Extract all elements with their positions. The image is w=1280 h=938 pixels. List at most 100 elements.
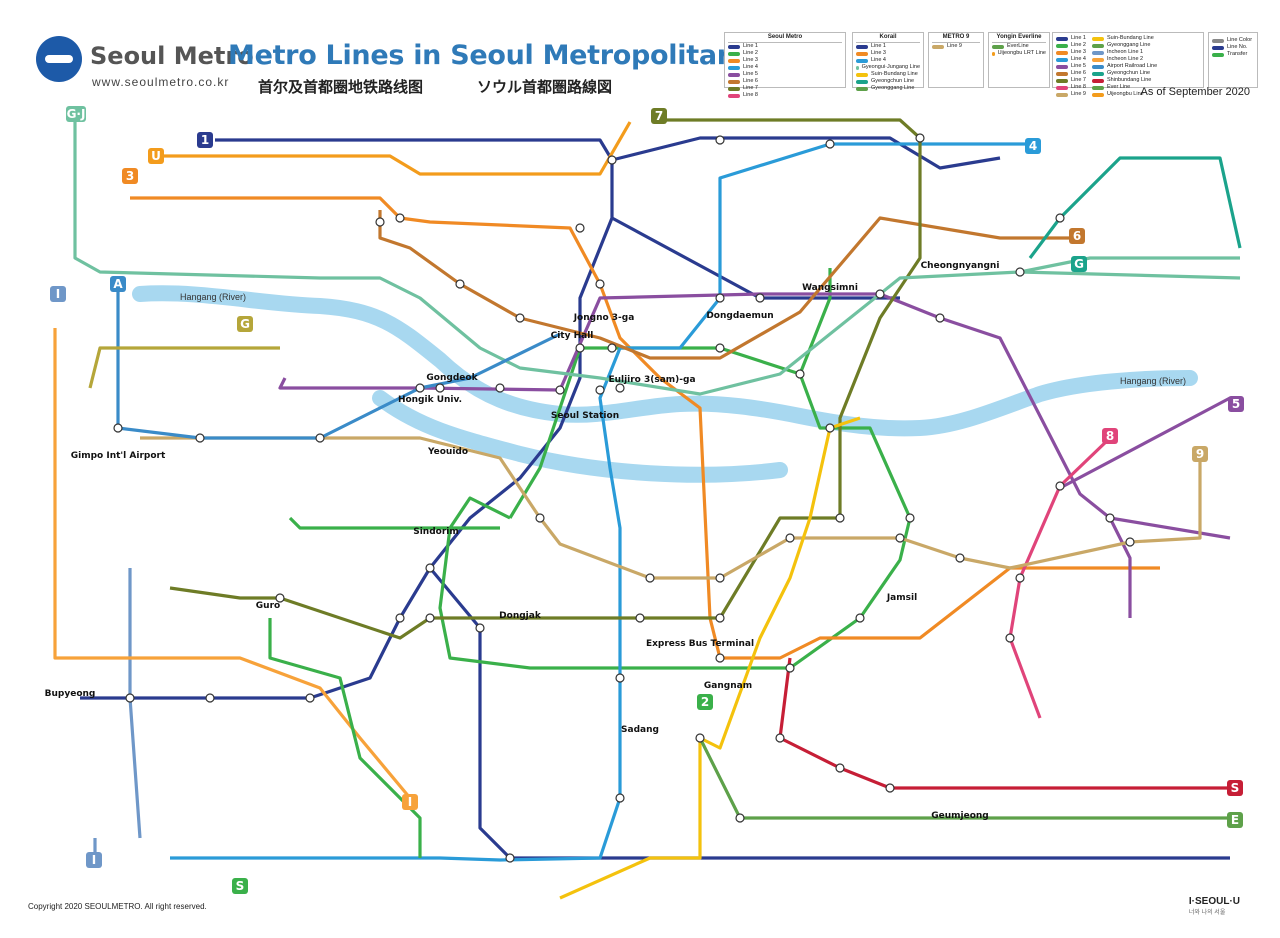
transfer-station[interactable]: [595, 279, 605, 289]
transfer-station[interactable]: [835, 763, 845, 773]
transfer-station[interactable]: [855, 613, 865, 623]
transfer-station[interactable]: [735, 813, 745, 823]
transfer-station[interactable]: [715, 293, 725, 303]
transfer-station[interactable]: [195, 433, 205, 443]
transfer-station[interactable]: [1105, 513, 1115, 523]
transfer-station[interactable]: [635, 613, 645, 623]
line-badge[interactable]: G·J: [66, 106, 86, 122]
transfer-station[interactable]: [715, 573, 725, 583]
transfer-station[interactable]: [575, 223, 585, 233]
transfer-station[interactable]: [495, 383, 505, 393]
line-badge[interactable]: G: [1071, 256, 1087, 272]
station-label[interactable]: Wangsimni: [802, 283, 858, 293]
transfer-station[interactable]: [515, 313, 525, 323]
transfer-station[interactable]: [455, 279, 465, 289]
line-badge[interactable]: I: [402, 794, 418, 810]
transfer-station[interactable]: [615, 673, 625, 683]
line-badge[interactable]: E: [1227, 812, 1243, 828]
transfer-station[interactable]: [1015, 573, 1025, 583]
line-badge[interactable]: 6: [1069, 228, 1085, 244]
line-badge[interactable]: S: [1227, 780, 1243, 796]
transfer-station[interactable]: [895, 533, 905, 543]
metro-map[interactable]: Hangang (River) Hangang (River): [0, 98, 1280, 906]
line-badge[interactable]: I: [86, 852, 102, 868]
line-badge[interactable]: 1: [197, 132, 213, 148]
transfer-station[interactable]: [607, 343, 617, 353]
line-badge[interactable]: 9: [1192, 446, 1208, 462]
transfer-station[interactable]: [315, 433, 325, 443]
transfer-station[interactable]: [785, 663, 795, 673]
station-label[interactable]: Sindorim: [413, 527, 459, 537]
transfer-station[interactable]: [1055, 481, 1065, 491]
station-label[interactable]: Yeouido: [427, 447, 468, 457]
transfer-station[interactable]: [125, 693, 135, 703]
transfer-station[interactable]: [607, 155, 617, 165]
transfer-station[interactable]: [825, 423, 835, 433]
transfer-station[interactable]: [1055, 213, 1065, 223]
station-label[interactable]: Gangnam: [704, 681, 752, 691]
transfer-station[interactable]: [425, 613, 435, 623]
line-badge[interactable]: 5: [1228, 396, 1244, 412]
station-label[interactable]: City Hall: [551, 331, 594, 341]
station-label[interactable]: Geumjeong: [931, 811, 989, 821]
transfer-station[interactable]: [905, 513, 915, 523]
line-badge[interactable]: 7: [651, 108, 667, 124]
transfer-station[interactable]: [275, 593, 285, 603]
transfer-station[interactable]: [885, 783, 895, 793]
transfer-station[interactable]: [825, 139, 835, 149]
transfer-station[interactable]: [715, 135, 725, 145]
transfer-station[interactable]: [205, 693, 215, 703]
transfer-station[interactable]: [615, 793, 625, 803]
transfer-station[interactable]: [305, 693, 315, 703]
transfer-station[interactable]: [535, 513, 545, 523]
transfer-station[interactable]: [415, 383, 425, 393]
transfer-station[interactable]: [595, 385, 605, 395]
station-label[interactable]: Jongno 3-ga: [573, 313, 635, 323]
transfer-station[interactable]: [1125, 537, 1135, 547]
transfer-station[interactable]: [755, 293, 765, 303]
station-label[interactable]: Sadang: [621, 725, 659, 735]
metro-map-canvas[interactable]: Hangang (River) Hangang (River): [0, 98, 1280, 906]
station-label[interactable]: Gimpo Int'l Airport: [71, 451, 166, 461]
line-badge[interactable]: 8: [1102, 428, 1118, 444]
transfer-station[interactable]: [715, 653, 725, 663]
line-badge[interactable]: 2: [697, 694, 713, 710]
station-label[interactable]: Dongdaemun: [706, 311, 773, 321]
line-badge[interactable]: I: [50, 286, 66, 302]
transfer-station[interactable]: [425, 563, 435, 573]
line-badge[interactable]: 4: [1025, 138, 1041, 154]
line-badge[interactable]: A: [110, 276, 126, 292]
transfer-station[interactable]: [1005, 633, 1015, 643]
transfer-station[interactable]: [715, 613, 725, 623]
transfer-station[interactable]: [475, 623, 485, 633]
transfer-station[interactable]: [1015, 267, 1025, 277]
station-label[interactable]: Gongdeok: [426, 373, 478, 383]
transfer-station[interactable]: [435, 383, 445, 393]
station-label[interactable]: Guro: [256, 601, 280, 611]
transfer-station[interactable]: [775, 733, 785, 743]
transfer-station[interactable]: [695, 733, 705, 743]
transfer-station[interactable]: [915, 133, 925, 143]
transfer-station[interactable]: [113, 423, 123, 433]
line-badge[interactable]: 3: [122, 168, 138, 184]
line-badge[interactable]: G: [237, 316, 253, 332]
transfer-station[interactable]: [875, 289, 885, 299]
line-badge[interactable]: S: [232, 878, 248, 894]
transfer-station[interactable]: [645, 573, 655, 583]
transfer-station[interactable]: [395, 213, 405, 223]
station-label[interactable]: Express Bus Terminal: [646, 639, 754, 649]
station-label[interactable]: Euljiro 3(sam)-ga: [608, 375, 695, 385]
transfer-station[interactable]: [715, 343, 725, 353]
transfer-station[interactable]: [395, 613, 405, 623]
transfer-station[interactable]: [835, 513, 845, 523]
station-label[interactable]: Dongjak: [499, 611, 542, 621]
station-label[interactable]: Bupyeong: [45, 689, 96, 699]
station-label[interactable]: Cheongnyangni: [921, 261, 1000, 271]
transfer-station[interactable]: [555, 385, 565, 395]
transfer-station[interactable]: [785, 533, 795, 543]
line-badge[interactable]: U: [148, 148, 164, 164]
station-label[interactable]: Hongik Univ.: [398, 395, 462, 405]
transfer-station[interactable]: [615, 383, 625, 393]
transfer-station[interactable]: [955, 553, 965, 563]
station-label[interactable]: Seoul Station: [551, 411, 619, 421]
